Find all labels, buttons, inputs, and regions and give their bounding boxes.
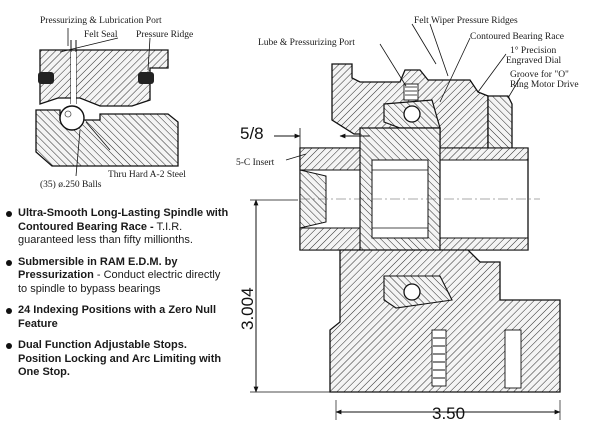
bearing-detail-view	[35, 28, 179, 177]
dim-width: 3.50	[432, 404, 466, 423]
label-groove-2: Ring Motor Drive	[510, 80, 579, 90]
stop-spring	[431, 329, 447, 387]
felt-seal-left	[38, 72, 54, 84]
label-dial-2: Engraved Dial	[506, 56, 562, 66]
spindle-section-view	[285, 23, 561, 393]
dim-five-eighths: 5/8	[240, 124, 264, 143]
label-pressure-ridge: Pressure Ridge	[136, 30, 194, 40]
dimension-lines	[250, 128, 561, 420]
label-dial-1: 1° Precision	[510, 46, 557, 56]
feature-item: 24 Indexing Positions with a Zero Null F…	[4, 304, 232, 331]
label-steel: Thru Hard A-2 Steel	[108, 170, 186, 180]
feature-item: Dual Function Adjustable Stops. Position…	[4, 339, 232, 380]
label-felt-seal: Felt Seal	[84, 30, 118, 40]
feature-list: Ultra-Smooth Long-Lasting Spindle with C…	[4, 207, 232, 388]
feature-item: Submersible in RAM E.D.M. by Pressurizat…	[4, 256, 232, 297]
dim-height: 3.004	[238, 287, 257, 330]
label-groove-1: Groove for "O"	[510, 70, 569, 80]
bearing-ball	[59, 105, 85, 131]
label-balls: (35) ø.250 Balls	[40, 180, 102, 190]
label-lube-port: Lube & Pressurizing Port	[258, 38, 355, 48]
drive-ring-top	[487, 95, 513, 151]
feature-item: Ultra-Smooth Long-Lasting Spindle with C…	[4, 207, 232, 248]
label-5c-insert: 5-C Insert	[236, 158, 275, 168]
felt-seal-right	[138, 72, 154, 84]
label-pressurizing-port: Pressurizing & Lubrication Port	[40, 16, 162, 26]
label-contoured-race: Contoured Bearing Race	[470, 32, 564, 42]
label-felt-wiper: Felt Wiper Pressure Ridges	[414, 16, 518, 26]
detail-lower-housing	[35, 109, 179, 167]
lower-ball	[403, 283, 421, 301]
upper-ball	[403, 105, 421, 123]
